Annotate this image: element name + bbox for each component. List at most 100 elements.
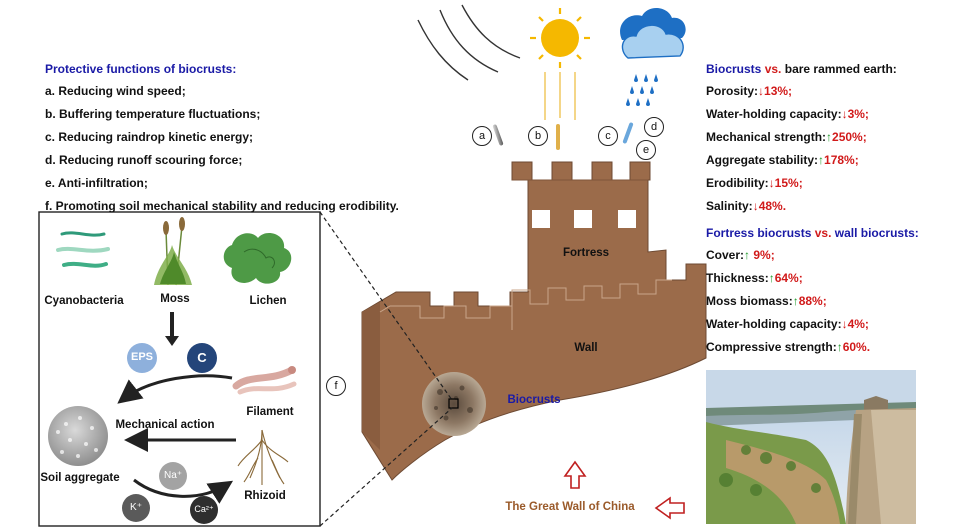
- label-eps: EPS: [130, 351, 154, 363]
- row-value: 3%;: [847, 107, 869, 121]
- comparison1-title-vs: vs.: [764, 62, 782, 76]
- label-fortress: Fortress: [562, 247, 610, 259]
- up-arrow-outline: [563, 460, 587, 489]
- comparison1-row: Porosity:↓13%;: [706, 84, 792, 98]
- comparison1-row: Erodibility:↓15%;: [706, 176, 803, 190]
- row-label: Porosity:: [706, 84, 759, 98]
- marker-d: d: [644, 117, 664, 137]
- marker-c: c: [598, 126, 618, 146]
- label-wall: Wall: [574, 342, 598, 354]
- comparison2-row: Moss biomass:↑88%;: [706, 294, 827, 308]
- row-value: 88%;: [798, 294, 827, 308]
- cyanobacteria-icon: [56, 231, 110, 268]
- marker-b: b: [528, 126, 548, 146]
- arrow-down-icon: ↓: [752, 199, 759, 213]
- arrow-up-icon: ↑: [826, 130, 833, 144]
- comparison2-row: Thickness:↑64%;: [706, 271, 803, 285]
- wind-icon: [417, 4, 521, 81]
- label-great-wall: The Great Wall of China: [505, 501, 635, 513]
- label-mechanical-action: Mechanical action: [115, 419, 215, 431]
- row-value: 250%;: [832, 130, 867, 144]
- arrow-up-icon: ↑: [792, 294, 799, 308]
- arrow-up-icon: ↑: [744, 248, 751, 262]
- comparison1-row: Salinity:↓48%.: [706, 199, 786, 213]
- label-ca: Ca²⁺: [194, 504, 214, 514]
- connector-line-bottom: [319, 407, 453, 527]
- comparison2-title-a: Fortress biocrusts: [706, 226, 812, 240]
- left-arrow-outline: [654, 496, 685, 520]
- arrow-down-icon: ↓: [768, 176, 775, 190]
- row-value: 15%;: [774, 176, 803, 190]
- eps-circle: [127, 343, 157, 373]
- c-circle: [187, 343, 217, 373]
- connector-line-top: [319, 211, 453, 401]
- arrow-down-icon: ↓: [758, 84, 765, 98]
- protective-item-f: f. Promoting soil mechanical stability a…: [45, 199, 399, 213]
- label-lichen: Lichen: [249, 295, 287, 307]
- row-value: 4%;: [847, 317, 869, 331]
- label-k: K⁺: [130, 502, 142, 513]
- comparison1-row: Mechanical strength:↑250%;: [706, 130, 867, 144]
- rhizoid-icon: [237, 429, 289, 485]
- thermometer-icons: [492, 122, 634, 150]
- protective-item-e: e. Anti-infiltration;: [45, 176, 148, 190]
- marker-a: a: [472, 126, 492, 146]
- row-value: 64%;: [774, 271, 803, 285]
- arrow-down-icon: ↓: [841, 317, 848, 331]
- label-filament: Filament: [246, 406, 294, 418]
- comparison1-title: Biocrusts vs. bare rammed earth:: [706, 62, 897, 76]
- comparison1-title-b: bare rammed earth:: [784, 62, 897, 76]
- comparison1-title-a: Biocrusts: [706, 62, 762, 76]
- row-value: 48%.: [758, 199, 787, 213]
- arrow-up-icon: ↑: [836, 340, 843, 354]
- row-value: 178%;: [824, 153, 859, 167]
- comparison2-title-b: wall biocrusts:: [834, 226, 919, 240]
- moss-icon: [154, 217, 192, 286]
- marker-e: e: [636, 140, 656, 160]
- label-rhizoid: Rhizoid: [244, 490, 286, 502]
- label-soil-aggregate: Soil aggregate: [40, 472, 120, 484]
- sun-icon: [530, 8, 590, 120]
- row-value: 60%.: [842, 340, 871, 354]
- ion-arrow: [133, 478, 234, 504]
- row-label: Water-holding capacity:: [706, 317, 842, 331]
- label-moss: Moss: [160, 293, 190, 305]
- row-label: Cover:: [706, 248, 745, 262]
- protective-item-a: a. Reducing wind speed;: [45, 84, 186, 98]
- comparison2-title: Fortress biocrusts vs. wall biocrusts:: [706, 226, 919, 240]
- row-label: Water-holding capacity:: [706, 107, 842, 121]
- protective-item-c: c. Reducing raindrop kinetic energy;: [45, 130, 254, 144]
- row-label: Compressive strength:: [706, 340, 837, 354]
- lichen-icon: [223, 233, 292, 284]
- arrow-up-icon: ↑: [768, 271, 775, 285]
- na-ion: [159, 462, 187, 490]
- arrow-up-icon: ↑: [818, 153, 825, 167]
- row-label: Thickness:: [706, 271, 769, 285]
- row-label: Erodibility:: [706, 176, 769, 190]
- row-label: Salinity:: [706, 199, 753, 213]
- label-biocrusts: Biocrusts: [507, 394, 561, 406]
- protective-item-b: b. Buffering temperature fluctuations;: [45, 107, 261, 121]
- comparison2-row: Water-holding capacity:↓4%;: [706, 317, 869, 331]
- row-label: Mechanical strength:: [706, 130, 827, 144]
- filament-icon: [232, 366, 297, 395]
- comparison1-row: Water-holding capacity:↓3%;: [706, 107, 869, 121]
- row-value: 9%;: [750, 248, 775, 262]
- comparison2-title-vs: vs.: [814, 226, 832, 240]
- row-label: Moss biomass:: [706, 294, 793, 308]
- label-na: Na⁺: [163, 470, 183, 481]
- great-wall-photo: [706, 370, 916, 524]
- great-wall-illustration: [361, 161, 707, 481]
- curved-arrow-top: [117, 374, 233, 404]
- comparison2-row: Cover:↑ 9%;: [706, 248, 775, 262]
- row-label: Aggregate stability:: [706, 153, 819, 167]
- marker-f: f: [326, 376, 346, 396]
- k-ion: [122, 494, 150, 522]
- protective-item-d: d. Reducing runoff scouring force;: [45, 153, 243, 167]
- soil-aggregate-icon: [48, 406, 108, 466]
- comparison2-row: Compressive strength:↑60%.: [706, 340, 870, 354]
- protective-title: Protective functions of biocrusts:: [45, 62, 237, 76]
- row-value: 13%;: [764, 84, 793, 98]
- label-c: C: [197, 350, 207, 365]
